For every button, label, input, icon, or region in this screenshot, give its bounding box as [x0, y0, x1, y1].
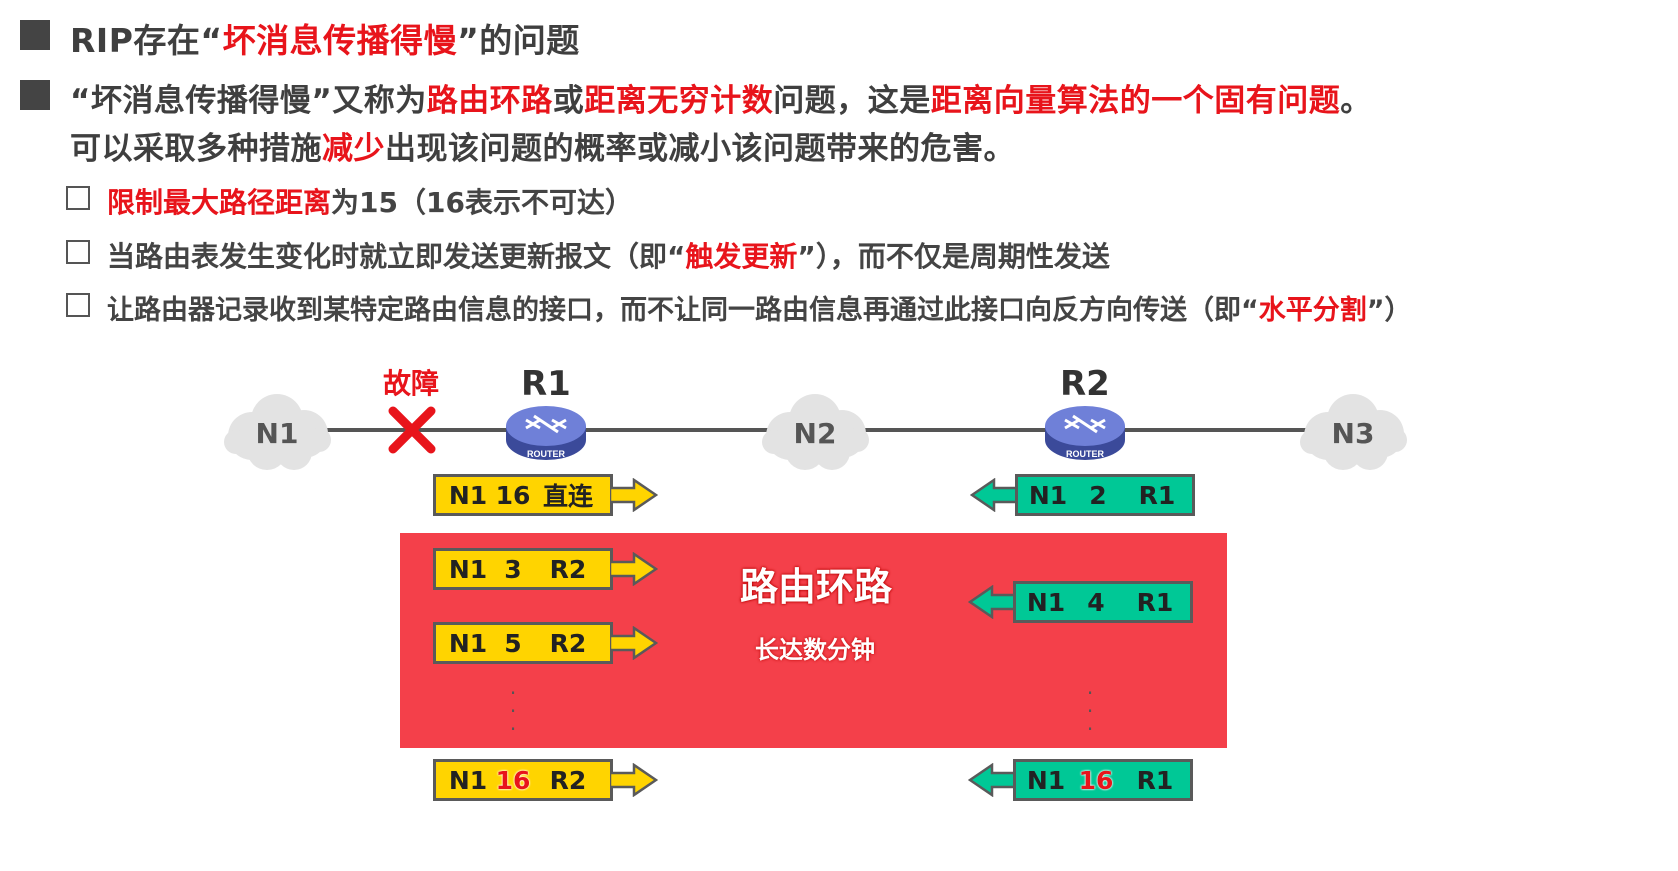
heading-text: RIP存在“: [70, 21, 223, 60]
router-badge: ROUTER: [527, 449, 566, 459]
msg-distance: 16: [495, 480, 531, 510]
bullet-square-2: [20, 80, 50, 110]
measure-text: ”），而不仅是周期性发送: [797, 240, 1110, 273]
link-n1-r1: [320, 428, 520, 432]
msg-network: N1: [1028, 480, 1068, 510]
measure-highlight: 水平分割: [1258, 295, 1367, 326]
msg-network: N1: [1026, 765, 1066, 795]
ellipsis-dots-r2: ···: [1086, 681, 1094, 741]
arrow-right-icon: [610, 478, 658, 512]
network-cloud-n2: N2: [760, 390, 870, 474]
msg-next-hop: R1: [1138, 480, 1176, 510]
measure-text: ”）: [1366, 295, 1412, 326]
msg-network: N1: [448, 554, 488, 584]
arrow-right-icon: [610, 763, 658, 797]
paragraph-line-2: 可以采取多种措施减少出现该问题的概率或减小该问题带来的危害。: [70, 123, 1015, 168]
routing-loop-subtitle: 长达数分钟: [755, 636, 875, 664]
measure-text: 为15（16表示不可达）: [331, 186, 633, 219]
msg-next-hop: R2: [549, 628, 587, 658]
msg-distance-unreachable: 16: [495, 765, 531, 795]
arrow-left-icon: [970, 478, 1018, 512]
checkbox-icon: [66, 240, 90, 264]
para-text: 。: [1340, 83, 1372, 119]
r2-update-message: N1 4 R1: [968, 581, 1193, 623]
r2-update-message: N1 2 R1: [970, 474, 1195, 516]
measure-highlight: 限制最大路径距离: [107, 186, 332, 219]
cloud-icon: [762, 394, 869, 470]
msg-next-hop: R1: [1136, 587, 1174, 617]
para-text: 可以采取多种措施: [70, 131, 322, 167]
msg-next-hop: R2: [549, 765, 587, 795]
r1-update-message: N1 16 R2: [433, 759, 658, 801]
fault-x-icon: [388, 406, 436, 454]
para-highlight-routing-loop: 路由环路: [426, 83, 553, 119]
msg-network: N1: [1026, 587, 1066, 617]
measure-item-3: 让路由器记录收到某特定路由信息的接口，而不让同一路由信息再通过此接口向反方向传送…: [107, 288, 1412, 327]
cloud-icon: [224, 394, 331, 470]
msg-distance: 3: [504, 554, 522, 584]
para-highlight-inherent-problem: 距离向量算法的一个固有问题: [930, 83, 1341, 119]
arrow-right-icon: [610, 626, 658, 660]
msg-next-hop: R2: [549, 554, 587, 584]
msg-distance: 2: [1089, 480, 1107, 510]
heading-text-end: ”的问题: [457, 21, 580, 60]
r1-update-message: N1 16 直连: [433, 474, 658, 516]
msg-next-hop: 直连: [542, 482, 593, 511]
measure-highlight: 触发更新: [685, 240, 798, 273]
router-label-r2: R2: [1060, 364, 1110, 404]
msg-network: N1: [448, 628, 488, 658]
r1-update-message: N1 3 R2: [433, 548, 658, 590]
ellipsis-dots-r1: ···: [509, 681, 517, 741]
msg-next-hop: R1: [1136, 765, 1174, 795]
arrow-left-icon: [968, 763, 1016, 797]
cloud-icon: [1300, 394, 1407, 470]
network-cloud-n1: N1: [222, 390, 332, 474]
routing-loop-title: 路由环路: [740, 565, 893, 609]
router-icon-r2: ROUTER: [1045, 406, 1125, 460]
measure-item-1: 限制最大路径距离为15（16表示不可达）: [107, 181, 633, 221]
measure-text: 让路由器记录收到某特定路由信息的接口，而不让同一路由信息再通过此接口向反方向传送…: [107, 295, 1259, 326]
router-label-r1: R1: [521, 364, 571, 404]
heading-highlight: 坏消息传播得慢: [222, 21, 458, 60]
r2-update-message: N1 16 R1: [968, 759, 1193, 801]
measure-item-2: 当路由表发生变化时就立即发送更新报文（即“触发更新”），而不仅是周期性发送: [107, 235, 1110, 275]
heading-rip-slow-bad-news: RIP存在“坏消息传播得慢”的问题: [70, 14, 580, 62]
para-highlight-count-to-infinity: 距离无穷计数: [584, 83, 774, 119]
bullet-square-1: [20, 20, 50, 50]
router-badge: ROUTER: [1066, 449, 1105, 459]
network-label: N3: [1331, 417, 1375, 450]
link-r2-n3: [1120, 428, 1310, 432]
msg-distance: 5: [504, 628, 522, 658]
r1-update-message: N1 5 R2: [433, 622, 658, 664]
checkbox-icon: [66, 186, 90, 210]
para-highlight-reduce: 减少: [322, 131, 385, 167]
arrow-right-icon: [610, 552, 658, 586]
para-text: 问题，这是: [773, 83, 931, 119]
msg-network: N1: [448, 765, 488, 795]
para-text: 或: [552, 83, 585, 119]
router-icon-r1: ROUTER: [506, 406, 586, 460]
network-label: N1: [255, 417, 299, 450]
fault-label: 故障: [383, 367, 440, 400]
msg-distance-unreachable: 16: [1078, 765, 1114, 795]
msg-network: N1: [448, 480, 488, 510]
network-label: N2: [793, 417, 837, 450]
paragraph-line-1: “坏消息传播得慢”又称为路由环路或距离无穷计数问题，这是距离向量算法的一个固有问…: [70, 75, 1372, 120]
network-cloud-n3: N3: [1298, 390, 1408, 474]
link-n2-r2: [860, 428, 1050, 432]
msg-distance: 4: [1087, 587, 1105, 617]
link-r1-n2: [580, 428, 770, 432]
measure-text: 当路由表发生变化时就立即发送更新报文（即“: [107, 240, 686, 273]
para-text: 出现该问题的概率或减小该问题带来的危害。: [385, 131, 1015, 167]
arrow-left-icon: [968, 585, 1016, 619]
para-text: “坏消息传播得慢”又称为: [70, 83, 427, 119]
checkbox-icon: [66, 293, 90, 317]
